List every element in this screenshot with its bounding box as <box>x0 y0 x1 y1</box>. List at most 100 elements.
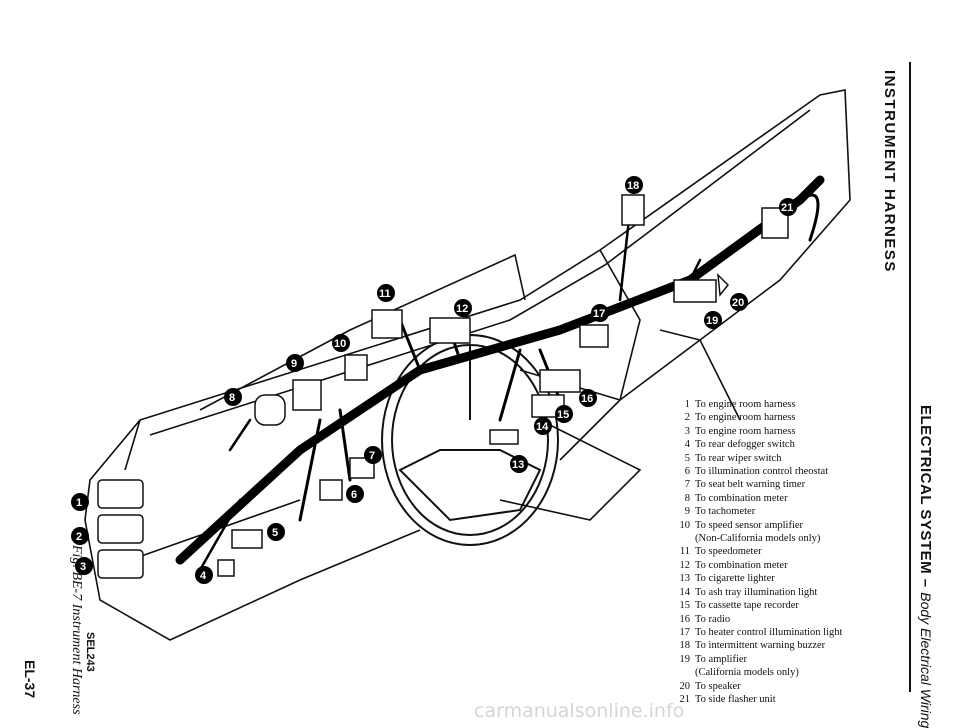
legend-text: To rear defogger switch <box>695 439 795 451</box>
legend-number: 17 <box>679 626 691 638</box>
callout-11: 11 <box>377 284 395 302</box>
legend-text: To seat belt warning timer <box>695 479 806 491</box>
svg-text:3: 3 <box>80 561 86 573</box>
callout-5: 5 <box>267 523 285 541</box>
legend-item: 7 To seat belt warning timer <box>674 478 879 491</box>
callout-2: 2 <box>71 527 89 545</box>
legend-text: To combination meter <box>695 492 788 504</box>
legend-text: To heater control illumination light <box>695 626 843 638</box>
legend-number: 1 <box>684 399 690 410</box>
callout-16: 16 <box>579 389 597 407</box>
legend-number: 19 <box>679 653 691 665</box>
svg-text:10: 10 <box>334 338 346 350</box>
legend-text: To cassette tape recorder <box>695 600 799 612</box>
legend-text: To cigarette lighter <box>695 573 775 585</box>
legend-text: To illumination control rheostat <box>695 466 829 478</box>
svg-text:7: 7 <box>369 450 375 462</box>
legend-text: To intermittent warning buzzer <box>695 640 826 652</box>
callout-7: 7 <box>364 446 382 464</box>
legend-number: 8 <box>684 492 690 504</box>
legend-number: 13 <box>679 573 691 585</box>
legend-item: 2 To engine room harness <box>674 411 879 424</box>
legend-item: 16 To radio <box>674 613 879 626</box>
legend-item: 3 To engine room harness <box>674 425 879 438</box>
legend-text: To engine room harness <box>695 412 796 424</box>
callout-3: 3 <box>75 557 93 575</box>
steering-wheel <box>381 334 559 546</box>
svg-text:14: 14 <box>536 421 549 433</box>
legend-item: 17 To heater control illumination light <box>674 626 879 639</box>
callout-12: 12 <box>454 299 472 317</box>
legend-item: 1 To engine room harness <box>674 398 879 411</box>
legend-item: 8 To combination meter <box>674 492 879 505</box>
section-title: INSTRUMENT HARNESS <box>881 70 898 273</box>
callout-15: 15 <box>555 405 573 423</box>
legend-number: 15 <box>679 600 691 612</box>
legend-list: 1 To engine room harness 2 To engine room … <box>674 398 879 706</box>
chapter-heading: ELECTRICAL SYSTEM – Body Electrical Wiri… <box>917 405 934 728</box>
legend-number: 16 <box>679 613 691 625</box>
callout-10: 10 <box>332 334 350 352</box>
legend-text: To tachometer <box>695 506 756 518</box>
legend-text: To engine room harness <box>695 399 796 410</box>
legend-number: 2 <box>684 412 690 424</box>
svg-text:8: 8 <box>229 392 235 404</box>
callout-14: 14 <box>534 417 552 435</box>
legend-text: To engine room harness <box>695 425 796 437</box>
svg-text:18: 18 <box>627 180 639 192</box>
legend-number: 7 <box>684 479 690 491</box>
callout-9: 9 <box>286 354 304 372</box>
legend-text: To speaker <box>695 680 741 692</box>
callout-1: 1 <box>71 493 89 511</box>
legend-item: 13 To cigarette lighter <box>674 572 879 585</box>
callout-13: 13 <box>510 455 528 473</box>
chapter-title: ELECTRICAL SYSTEM – <box>917 405 934 588</box>
page-number: EL-37 <box>22 660 38 699</box>
svg-text:13: 13 <box>512 459 524 471</box>
legend-number: 20 <box>679 680 691 692</box>
svg-text:5: 5 <box>272 527 278 539</box>
legend-text: To ash tray illumination light <box>695 586 818 598</box>
callout-17: 17 <box>591 304 609 322</box>
legend-item: (California models only) <box>674 666 879 679</box>
svg-text:21: 21 <box>781 202 793 214</box>
svg-text:9: 9 <box>291 358 297 370</box>
svg-text:6: 6 <box>351 489 357 501</box>
watermark: carmanualsonline.info <box>474 700 685 722</box>
legend-item: 15 To cassette tape recorder <box>674 599 879 612</box>
legend-text: To speedometer <box>695 546 762 558</box>
legend-number: 10 <box>679 519 691 531</box>
legend-number: 3 <box>684 425 690 437</box>
callout-18: 18 <box>625 176 643 194</box>
chapter-subtitle: Body Electrical Wiring <box>918 592 934 728</box>
callout-4: 4 <box>195 566 213 584</box>
legend-number: 12 <box>679 559 691 571</box>
legend-item: 20 To speaker <box>674 680 879 693</box>
svg-text:16: 16 <box>581 393 593 405</box>
svg-text:1: 1 <box>76 497 82 509</box>
legend-number: 14 <box>679 586 691 598</box>
legend-text: (California models only) <box>695 667 799 679</box>
callout-8: 8 <box>224 388 242 406</box>
legend-number: 21 <box>679 693 691 705</box>
legend-item: 10 To speed sensor amplifier <box>674 519 879 532</box>
svg-text:2: 2 <box>76 531 82 543</box>
legend-text: To radio <box>695 613 731 625</box>
legend-item: 6 To illumination control rheostat <box>674 465 879 478</box>
callout-21: 21 <box>779 198 797 216</box>
figure-code: SEL243 <box>84 632 96 672</box>
svg-text:11: 11 <box>379 288 391 300</box>
callout-markers: 1 2 3 4 5 6 7 8 9 10 11 12 13 14 15 16 1… <box>71 176 797 584</box>
svg-text:20: 20 <box>732 297 744 309</box>
legend-number: 6 <box>684 466 690 478</box>
legend-text: To speed sensor amplifier <box>695 519 804 531</box>
main-harness <box>175 175 825 572</box>
legend-item: (Non-California models only) <box>674 532 879 545</box>
